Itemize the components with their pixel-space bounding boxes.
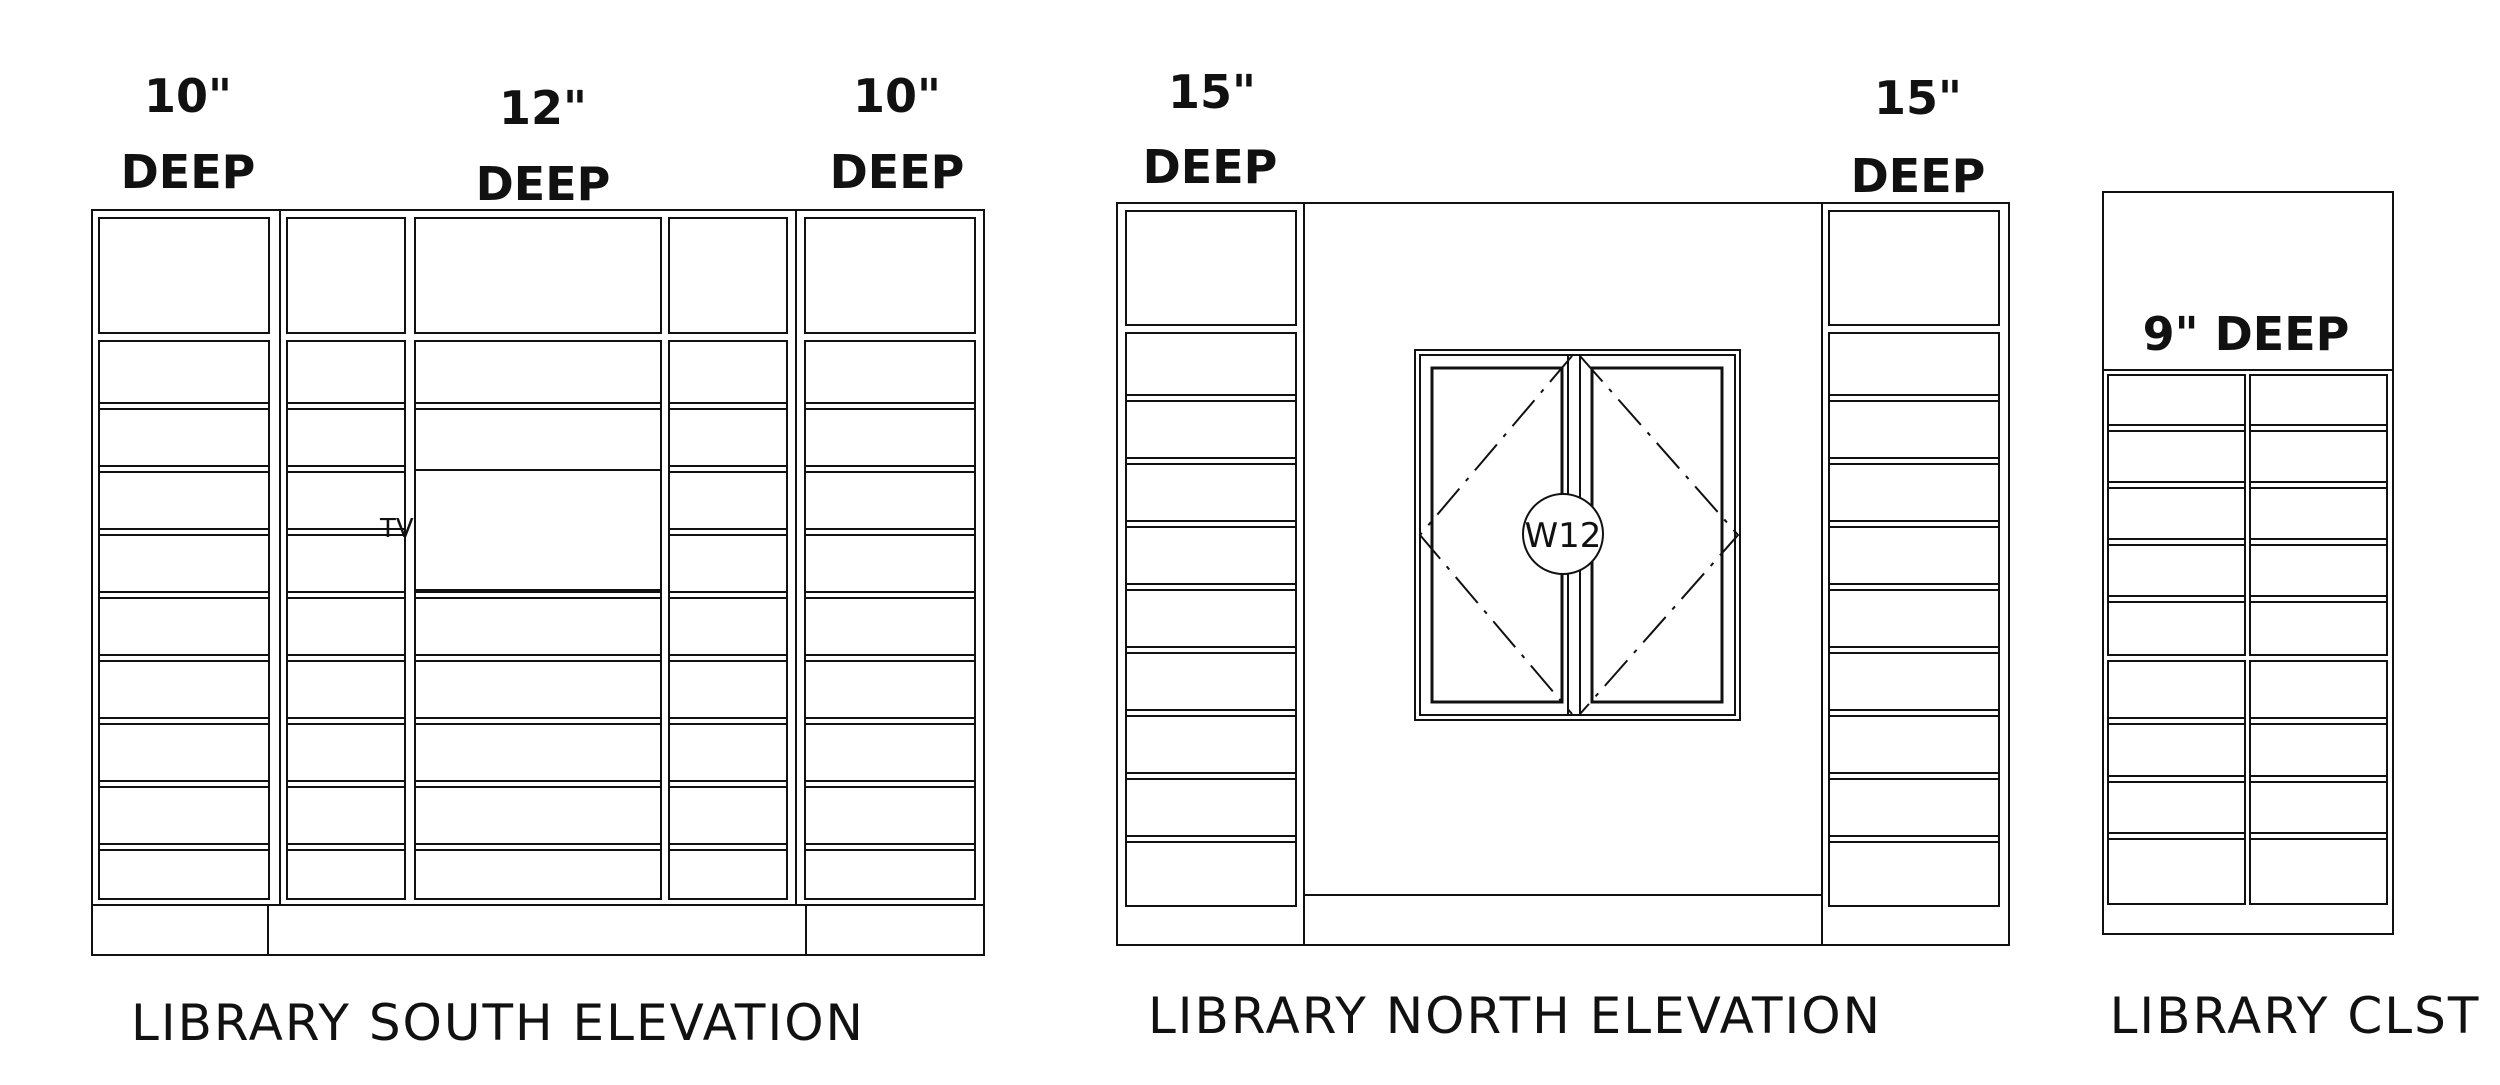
south-center-depth-value: 12" (499, 81, 587, 135)
north-left-depth-value: 15" (1168, 65, 1256, 119)
south-elevation-title: LIBRARY SOUTH ELEVATION (131, 994, 865, 1052)
lower-bay (98, 340, 270, 900)
south-elevation: TV 10" DEEP 12" DEEP 10" DEEP LIBRARY SO… (91, 69, 985, 1052)
closet-elevation: 9" DEEP LIBRARY CLST (2102, 191, 2481, 1045)
window-tag-circle (1522, 493, 1604, 575)
south-outer-frame (91, 209, 985, 956)
lower-bay (804, 340, 976, 900)
north-elevation: W12 15" DEEP 15" DEEP LIBRARY NORTH ELEV… (1116, 65, 2010, 1045)
north-right-depth-label: DEEP (1851, 149, 1986, 203)
south-left-depth-label: DEEP (121, 145, 256, 199)
north-right-depth-value: 15" (1874, 71, 1962, 125)
upper-door (286, 217, 406, 334)
lower-bay (668, 340, 788, 900)
upper-door (414, 217, 662, 334)
north-cabinet-lines (1116, 202, 2010, 946)
window-w12: W12 (1414, 349, 1741, 721)
south-cabinet-lines (91, 209, 985, 956)
window-tag-label: W12 (1525, 516, 1602, 556)
closet-upper-bay (2107, 374, 2246, 656)
upper-door (804, 217, 976, 334)
upper-door (668, 217, 788, 334)
south-center-depth-label: DEEP (476, 157, 611, 211)
closet-upper-bay (2249, 374, 2388, 656)
north-elevation-title: LIBRARY NORTH ELEVATION (1148, 987, 1882, 1045)
north-outer-frame (1116, 202, 2010, 946)
closet-outer-frame (2102, 191, 2394, 935)
south-right-depth-label: DEEP (830, 145, 965, 199)
tv-label: TV (379, 514, 414, 544)
lower-bay (414, 340, 662, 900)
closet-elevation-title: LIBRARY CLST (2110, 987, 2481, 1045)
upper-door (98, 217, 270, 334)
north-left-depth-label: DEEP (1143, 140, 1278, 194)
upper-door (1125, 210, 1297, 326)
closet-depth-label: 9" DEEP (2143, 307, 2350, 361)
lower-bay (1828, 332, 2000, 907)
lower-bay (286, 340, 406, 900)
upper-door (1828, 210, 2000, 326)
south-right-depth-value: 10" (853, 69, 941, 123)
lower-bay (1125, 332, 1297, 907)
closet-cabinet-lines (2102, 191, 2394, 935)
south-left-depth-value: 10" (144, 69, 232, 123)
